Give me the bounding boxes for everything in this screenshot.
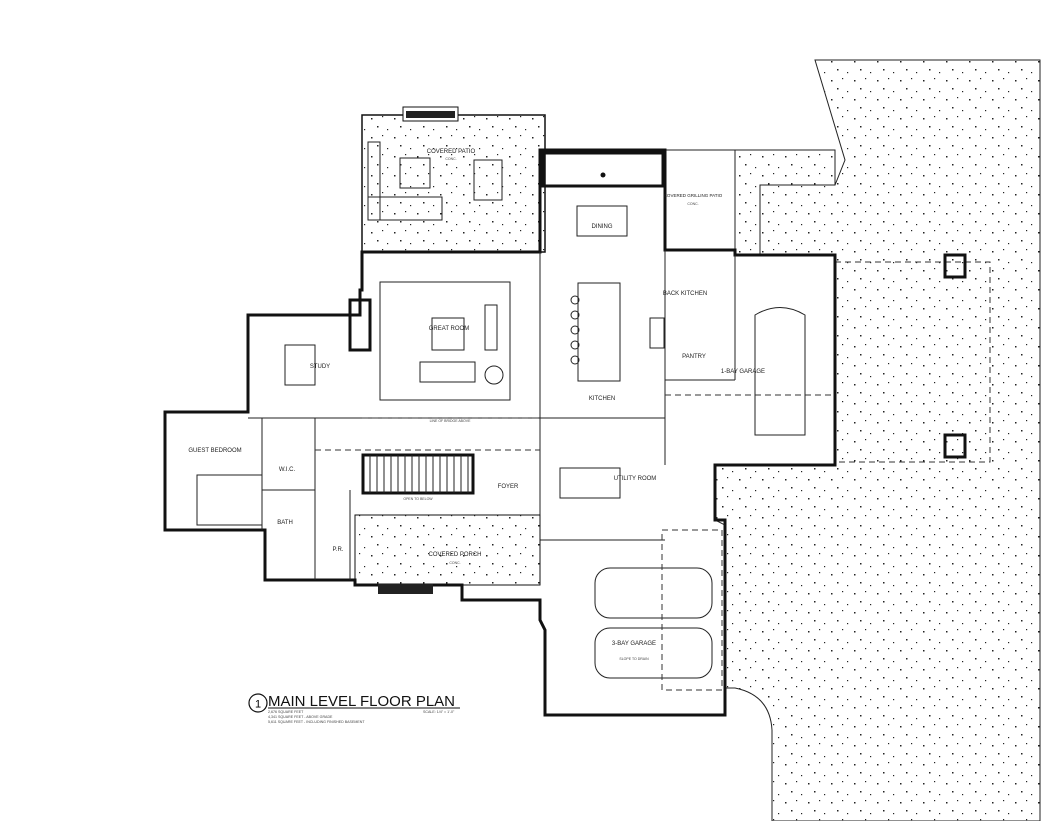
dining-bay (541, 151, 665, 188)
drawing-number: 1 (255, 699, 261, 711)
covered-porch-area (354, 514, 541, 586)
staircase (361, 453, 475, 495)
sofa (367, 196, 443, 221)
car-outline (594, 627, 713, 679)
open-to-below-note: OPEN TO BELOW (403, 497, 433, 501)
line-of-bridge-note: LINE OF BRIDGE ABOVE (430, 419, 472, 423)
exterior-wall (163, 148, 837, 717)
label-pantry: PANTRY (682, 354, 706, 360)
bar-stools (570, 295, 580, 365)
note-2: 4,341 SQUARE FEET - ABOVE GRADE (268, 715, 333, 719)
label-guest-bedroom: GUEST BEDROOM (188, 448, 241, 454)
floor-covered-patio: CONC. (445, 157, 456, 161)
line-of-bridge (315, 394, 835, 451)
note-1: 2,676 SQUARE FEET (268, 710, 304, 714)
fireplace-stone (406, 111, 455, 118)
label-study: STUDY (310, 364, 330, 370)
floor-covered-porch: CONC. (449, 561, 460, 565)
sofa (484, 304, 498, 351)
plan-title: MAIN LEVEL FLOOR PLAN (268, 693, 455, 710)
note-3: 5,611 SQUARE FEET - INCLUDING FINISHED B… (268, 720, 365, 724)
patio-table (473, 159, 503, 201)
covered-patio-area (361, 114, 546, 253)
area-rug (379, 281, 511, 401)
column (943, 433, 967, 459)
dining-table (576, 205, 628, 237)
label-bath: BATH (277, 520, 293, 526)
porch-fireplace (378, 584, 433, 594)
interior-walls (248, 250, 736, 580)
sofa (419, 361, 476, 383)
label-kitchen: KITCHEN (589, 396, 615, 402)
column (943, 253, 967, 279)
label-covered-patio: COVERED PATIO (427, 149, 476, 155)
desk (284, 344, 316, 386)
label-wic: W.I.C. (279, 467, 296, 473)
garage-dashed-line (661, 529, 723, 691)
car-outline (754, 307, 806, 436)
floor-grilling-patio: CONC. (687, 202, 698, 206)
light-well-marker (600, 172, 606, 178)
utility-island (559, 467, 621, 499)
label-1-bay-garage: 1-BAY GARAGE (721, 369, 765, 375)
label-back-kitchen: BACK KITCHEN (663, 291, 707, 297)
label-3-bay-garage: 3-BAY GARAGE (612, 641, 656, 647)
coffee-table (431, 317, 465, 351)
coffee-table (399, 157, 431, 189)
label-pr: P.R. (333, 547, 344, 553)
kitchen-island (577, 282, 621, 382)
label-utility-room: UTILITY ROOM (614, 476, 657, 482)
label-foyer: FOYER (498, 484, 519, 490)
label-dining: DINING (592, 224, 613, 230)
range (649, 317, 665, 349)
fireplace (348, 298, 372, 352)
floor-3-bay-garage: SLOPE TO DRAIN (619, 657, 649, 661)
car-outline (594, 567, 713, 619)
grilling-patio-slab (665, 149, 836, 256)
label-grilling-patio: COVERED GRILLING PATIO (664, 193, 723, 198)
scale-note: SCALE: 1/4" = 1'-0" (423, 710, 455, 714)
side-table (484, 365, 504, 385)
label-great-room: GREAT ROOM (429, 326, 469, 332)
bed (196, 474, 263, 526)
drawing-number-circle (248, 693, 268, 713)
label-covered-porch: COVERED PORCH (428, 552, 481, 558)
